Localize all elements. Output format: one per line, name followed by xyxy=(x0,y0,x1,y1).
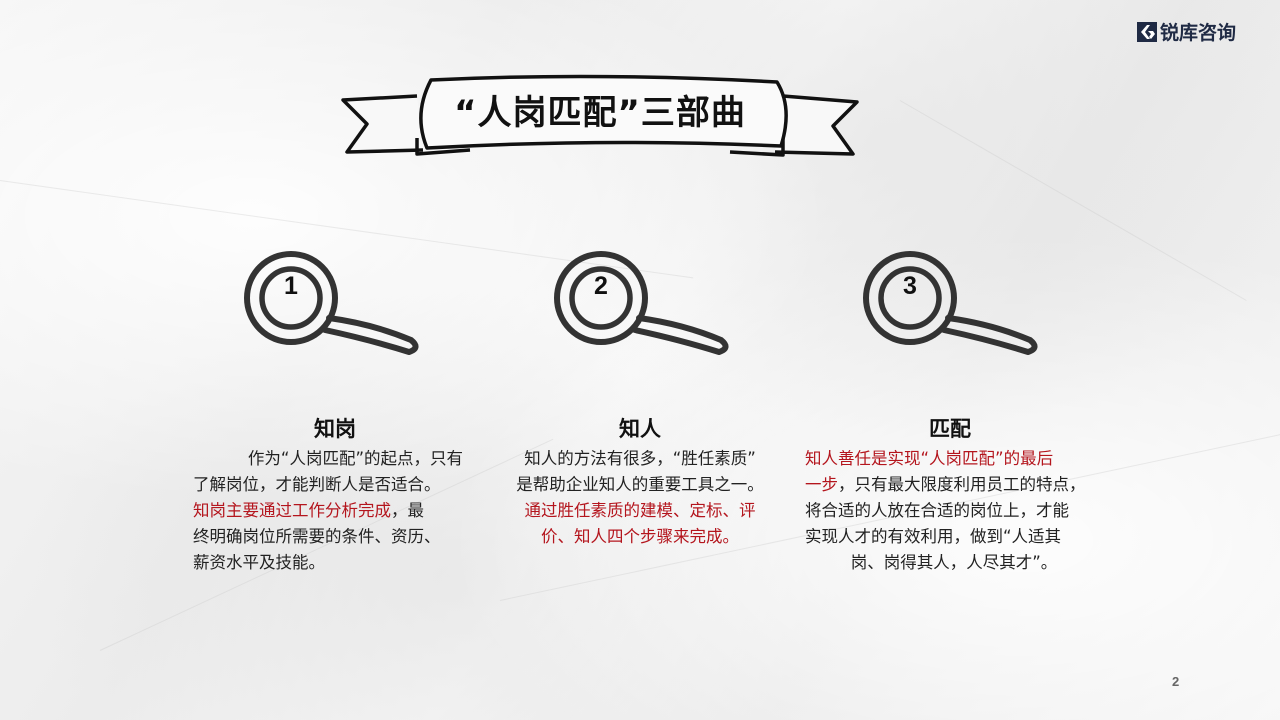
body-line: 终明确岗位所需要的条件、资历、 xyxy=(193,527,441,546)
step-title: 知人 xyxy=(619,417,661,441)
banner-title: “人岗匹配”三部曲 xyxy=(454,93,746,133)
body-line: 了解岗位，才能判断人是否适合。 xyxy=(193,475,441,494)
ribbon-icon xyxy=(341,74,859,157)
body-line: 一步，只有最大限度利用员工的特点， xyxy=(800,472,1120,498)
body-line: 岗、岗得其人，人尽其才”。 xyxy=(850,553,1058,572)
ruiku-logo-icon xyxy=(1137,21,1157,42)
logo-text: 锐库咨询 xyxy=(1160,22,1237,44)
body-line: 将合适的人放在合适的岗位上，才能 xyxy=(805,501,1069,520)
magnifier-icon xyxy=(244,251,419,355)
body-line: 知人的方法有很多，“胜任素质” xyxy=(524,449,756,468)
step-number: 3 xyxy=(903,272,917,300)
body-line: 是帮助企业知人的重要工具之一。 xyxy=(516,475,764,494)
body-line: 通过胜任素质的建模、定标、评 xyxy=(524,501,756,520)
magnifier-1: 1 xyxy=(243,248,423,358)
step-number: 2 xyxy=(594,272,608,300)
highlight-text: 一步 xyxy=(805,475,838,494)
magnifier-3: 3 xyxy=(862,248,1042,358)
body-line: 实现人才的有效利用，做到“人适其 xyxy=(805,527,1062,546)
magnifier-icon xyxy=(554,251,729,355)
body-line: 作为“人岗匹配”的起点，只有 xyxy=(247,449,463,468)
step-number: 1 xyxy=(284,272,298,300)
step-title: 知岗 xyxy=(314,417,356,441)
step-description: 知人的方法有很多，“胜任素质” 是帮助企业知人的重要工具之一。 通过胜任素质的建… xyxy=(490,446,790,550)
step-description: 作为“人岗匹配”的起点，只有 了解岗位，才能判断人是否适合。 知岗主要通过工作分… xyxy=(185,446,485,576)
highlight-text: 知岗主要通过工作分析完成 xyxy=(193,501,391,520)
step-zhigang: 1 知岗 作为“人岗匹配”的起点，只有 了解岗位，才能判断人是否适合。 知岗主要… xyxy=(185,248,485,588)
body-line: 知人善任是实现“人岗匹配”的最后 xyxy=(805,449,1054,468)
body-line: 价、知人四个步骤来完成。 xyxy=(541,527,739,546)
step-pipei: 3 匹配 知人善任是实现“人岗匹配”的最后 一步，只有最大限度利用员工的特点， … xyxy=(800,248,1120,588)
title-banner: “人岗匹配”三部曲 xyxy=(335,68,865,163)
magnifier-2: 2 xyxy=(553,248,733,358)
body-line: 薪资水平及技能。 xyxy=(193,553,325,572)
step-zhiren: 2 知人 知人的方法有很多，“胜任素质” 是帮助企业知人的重要工具之一。 通过胜… xyxy=(490,248,790,588)
step-description: 知人善任是实现“人岗匹配”的最后 一步，只有最大限度利用员工的特点， 将合适的人… xyxy=(800,446,1120,576)
body-line: 知岗主要通过工作分析完成，最 xyxy=(185,498,485,524)
company-logo: 锐库咨询 xyxy=(1137,18,1236,45)
body-text: ，只有最大限度利用员工的特点， xyxy=(838,475,1086,494)
magnifier-icon xyxy=(863,251,1038,355)
body-text: ，最 xyxy=(391,501,424,520)
page-number: 2 xyxy=(1172,674,1180,689)
step-title: 匹配 xyxy=(929,417,971,441)
